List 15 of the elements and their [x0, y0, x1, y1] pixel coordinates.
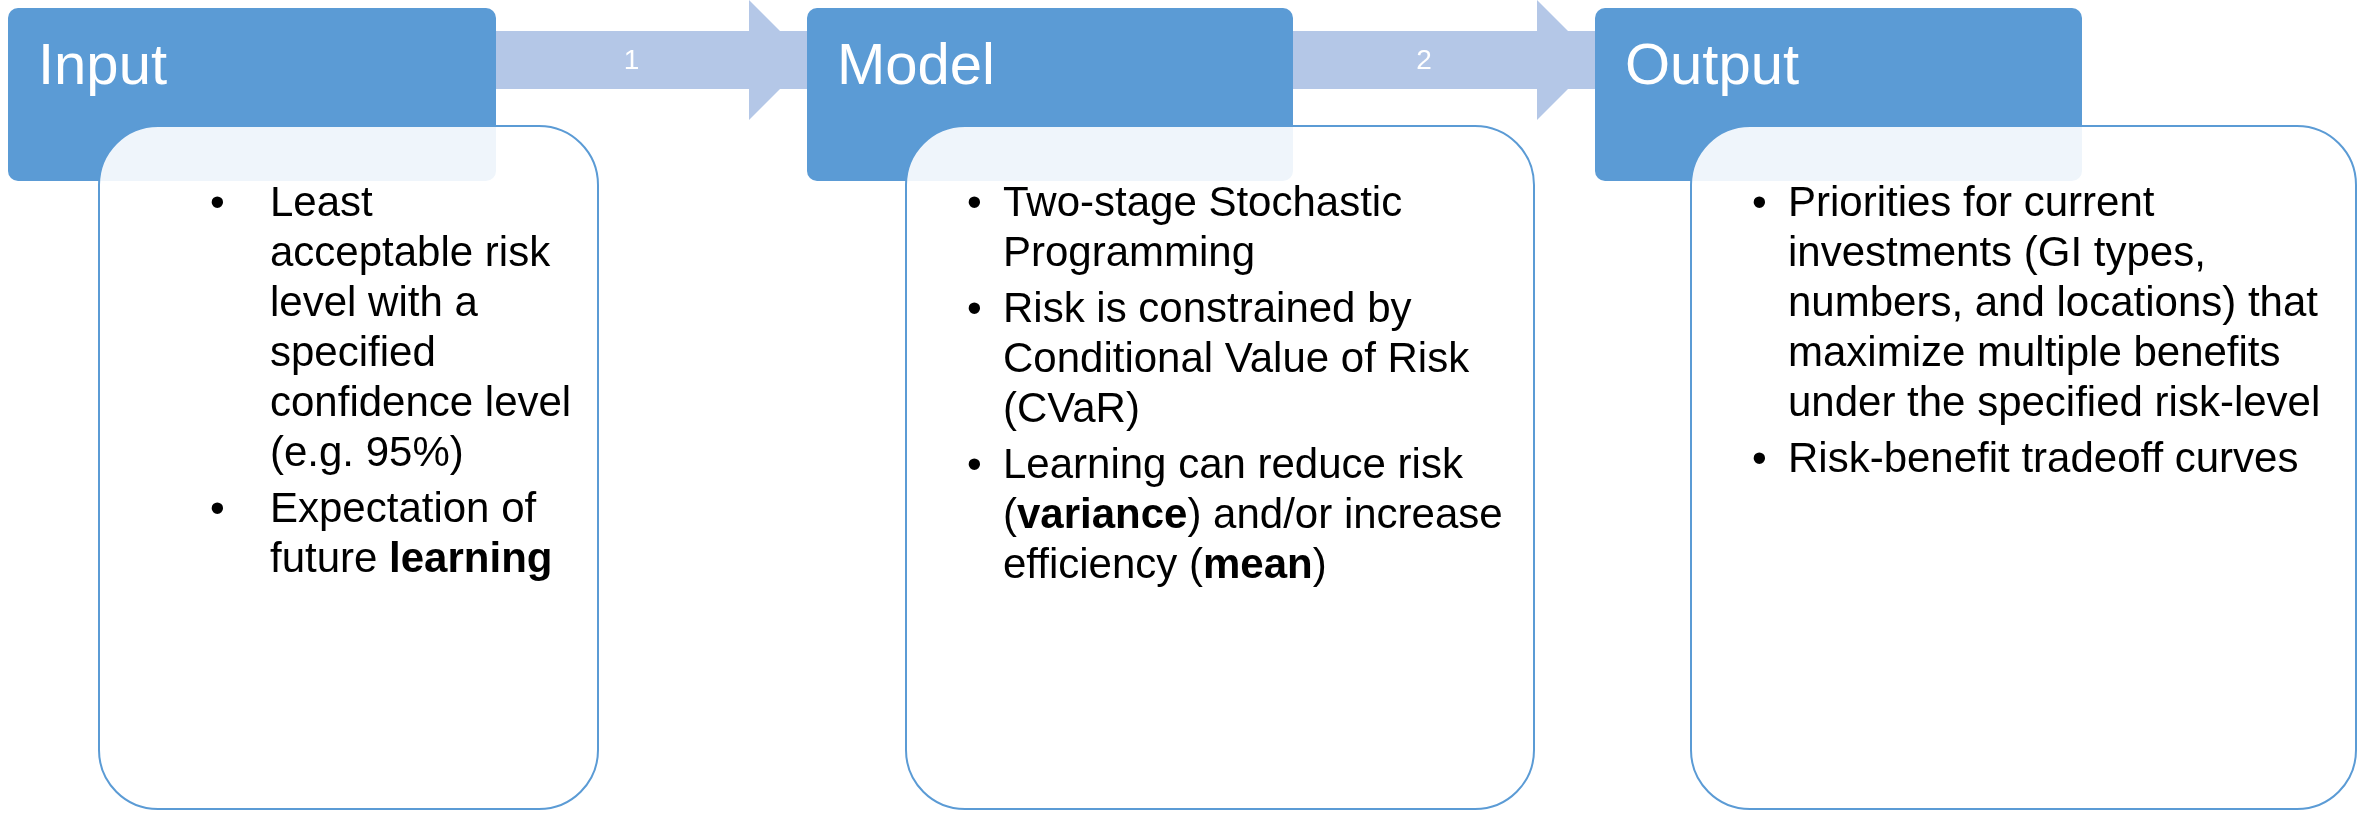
bullet-text: Risk is constrained by Conditional Value of Risk (CVaR) [1003, 283, 1471, 433]
process-arrow [1293, 0, 1597, 120]
content-card [1690, 125, 2357, 810]
content-card [905, 125, 1535, 810]
bullet-text: Expectation of future learning [270, 483, 554, 583]
step-number: 2 [1416, 44, 1432, 76]
bullet-marker: • [967, 439, 983, 489]
bullet-marker: • [1752, 433, 1768, 483]
process-arrow [496, 0, 809, 120]
content-card [98, 125, 599, 810]
bullet-marker: • [210, 483, 226, 533]
bullet-text: Learning can reduce risk (variance) and/or increase efficiency (mean) [1003, 439, 1504, 589]
bullet-marker: • [967, 283, 983, 333]
step-number: 1 [623, 44, 640, 76]
bullet-text: Risk-benefit tradeoff curves [1788, 433, 2299, 483]
